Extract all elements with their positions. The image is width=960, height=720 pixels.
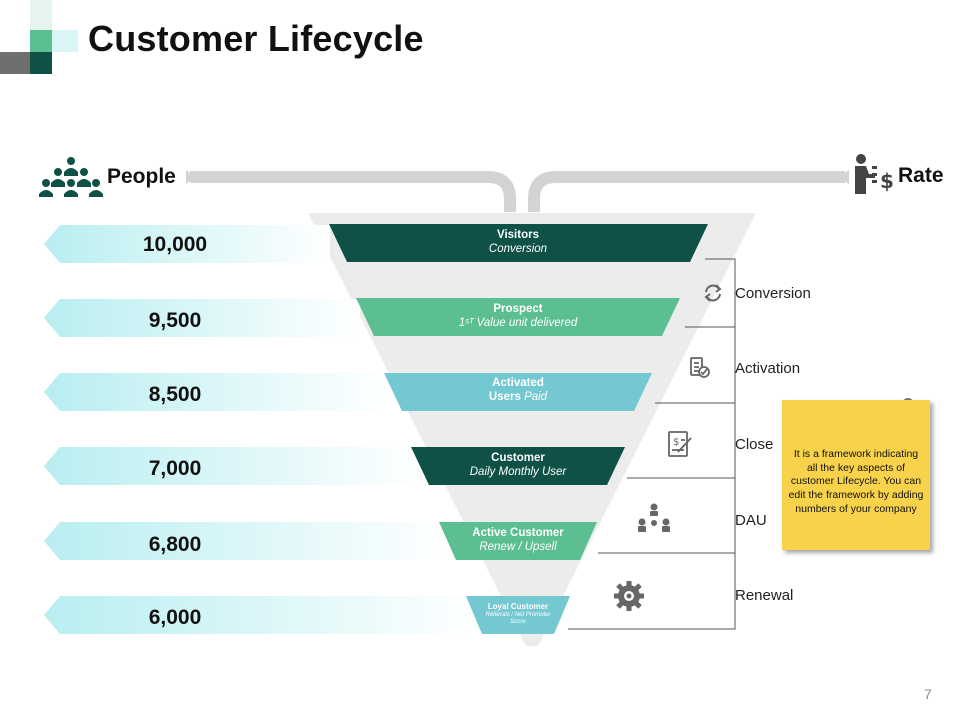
gear-icon [614,581,644,611]
stage-band-activated [384,373,652,411]
rate-label: Rate [898,164,944,187]
money-hand-icon: $ [855,154,894,194]
people-value: 9,500 [148,309,202,332]
svg-text:$: $ [880,169,894,193]
people-connector [190,171,516,212]
rate-brackets [568,258,736,630]
sticky-note: It is a framework indicating all the key… [782,400,930,550]
stage-label-visitors: Visitors Conversion [488,229,548,255]
svg-text:$: $ [673,437,679,448]
rate-label-close: Close [735,436,774,453]
people-value: 7,000 [148,457,202,480]
stage-label-prospect: Prospect 1ˢᵀ Value unit delivered [458,303,578,329]
people-arrows [44,225,480,634]
corner-decoration [0,0,80,75]
stage-label-activated: Activated Users Paid [488,377,548,403]
invoice-icon: $ [668,431,692,457]
people-group-icon [39,157,103,197]
people-value: 6,800 [148,533,202,556]
cycle-icon [704,284,722,302]
stage-band-visitors [329,224,708,262]
stage-band-active-customer [439,522,597,560]
stage-label-loyal-customer: Loyal Customer Referrals / Net Promoter … [485,602,551,625]
stage-band-loyal-customer [466,596,570,634]
people-label: People [107,165,176,188]
people-value: 6,000 [148,606,202,629]
people-value: 10,000 [142,233,208,256]
rate-label-renewal: Renewal [735,587,794,604]
people-value: 8,500 [148,383,202,406]
funnel-background [308,213,756,646]
rate-label-conversion: Conversion [735,285,811,302]
stage-label-active-customer: Active Customer Renew / Upsell [472,527,564,553]
stage-band-prospect [356,298,680,336]
stage-label-customer: Customer Daily Monthly User [469,452,567,478]
rate-connector [528,171,845,212]
rate-label-dau: DAU [735,512,767,529]
page-title: Customer Lifecycle [88,18,424,59]
rate-label-activation: Activation [735,360,801,377]
team-icon [638,503,670,532]
stage-band-customer [411,447,625,485]
page-number: 7 [924,686,932,702]
checklist-icon [690,357,710,378]
